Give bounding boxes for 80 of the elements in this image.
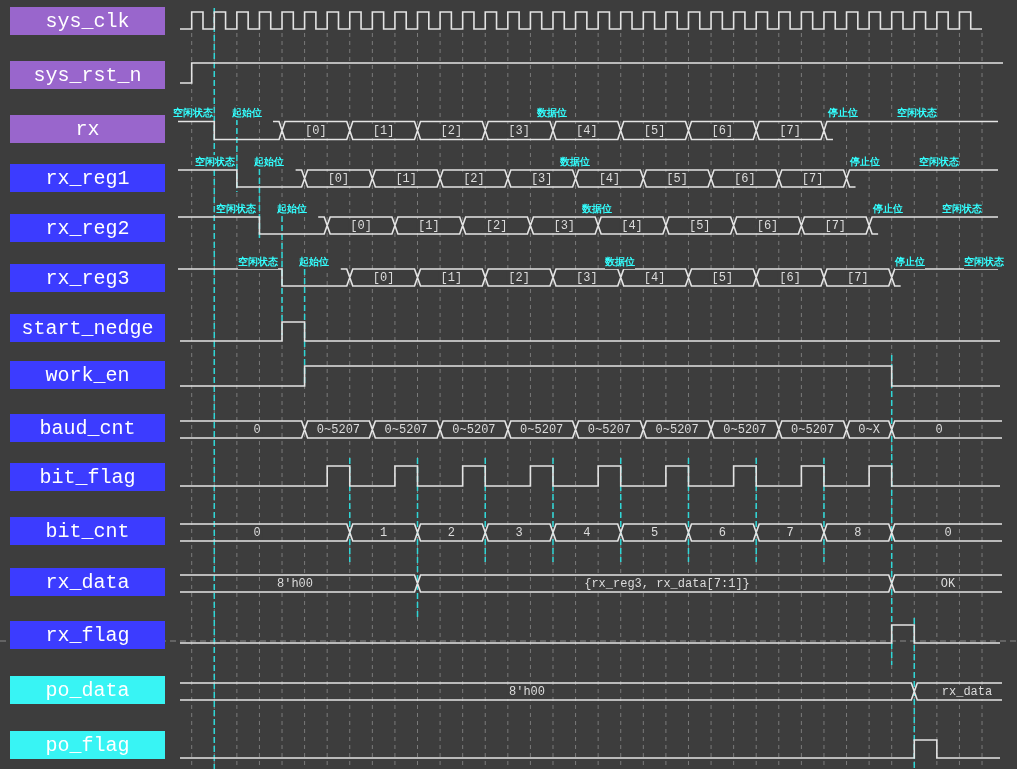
bus-value: [2] bbox=[506, 270, 532, 285]
bus-value: [4] bbox=[619, 218, 645, 233]
bus-value: 8'h00 bbox=[275, 576, 315, 591]
signal-name-box: po_data bbox=[10, 676, 165, 704]
signal-name-box: rx_reg3 bbox=[10, 264, 165, 292]
phase-annotation: 数据位 bbox=[604, 255, 635, 269]
bus-value: [1] bbox=[438, 270, 465, 285]
signal-name-box: rx_flag bbox=[10, 621, 165, 649]
bus-value: 8'h00 bbox=[507, 684, 547, 699]
bus-value: 0 bbox=[933, 422, 945, 437]
bus-value: 0~X bbox=[856, 422, 882, 437]
phase-annotation: 停止位 bbox=[827, 106, 858, 120]
bus-value: [3] bbox=[574, 270, 600, 285]
bus-value: [7] bbox=[845, 270, 871, 285]
bus-value: [6] bbox=[732, 171, 758, 186]
signal-name-box: start_nedge bbox=[10, 314, 165, 342]
phase-annotation: 空闲状态 bbox=[216, 202, 256, 216]
bus-value: [0] bbox=[303, 123, 329, 138]
phase-annotation: 空闲状态 bbox=[964, 255, 1005, 269]
bus-value: [3] bbox=[551, 218, 578, 233]
bus-value: 0 bbox=[251, 525, 263, 540]
bus-value: [0] bbox=[348, 218, 374, 233]
phase-annotation: 空闲状态 bbox=[194, 155, 235, 169]
bus-value: [5] bbox=[664, 171, 690, 186]
signal-name-box: bit_flag bbox=[10, 463, 165, 491]
bus-value: [2] bbox=[438, 123, 465, 138]
phase-annotation: 数据位 bbox=[582, 202, 613, 216]
phase-annotation: 停止位 bbox=[850, 155, 881, 169]
phase-annotation: 停止位 bbox=[872, 202, 903, 216]
bus-value: 0 bbox=[251, 422, 263, 437]
phase-annotation: 停止位 bbox=[895, 255, 926, 269]
bus-value: [7] bbox=[799, 171, 826, 186]
bus-value: [2] bbox=[483, 218, 510, 233]
signal-name-box: bit_cnt bbox=[10, 517, 165, 545]
bus-value: [1] bbox=[393, 171, 419, 186]
bus-value: 0~5207 bbox=[518, 422, 566, 437]
phase-annotation: 空闲状态 bbox=[237, 255, 278, 269]
signal-name-box: po_flag bbox=[10, 731, 165, 759]
signal-name-box: rx_reg1 bbox=[10, 164, 165, 192]
bus-value: [5] bbox=[709, 270, 736, 285]
signal-name-box: work_en bbox=[10, 361, 165, 389]
phase-annotation: 起始位 bbox=[299, 255, 330, 269]
phase-annotation: 空闲状态 bbox=[941, 202, 982, 216]
bus-value: 0~5207 bbox=[382, 422, 430, 437]
phase-annotation: 起始位 bbox=[276, 202, 307, 216]
bus-value: 0~5207 bbox=[450, 422, 498, 437]
bus-value: [6] bbox=[709, 123, 736, 138]
bus-value: 0~5207 bbox=[789, 422, 837, 437]
bus-value: 0~5207 bbox=[653, 422, 701, 437]
bus-value: 0~5207 bbox=[721, 422, 769, 437]
bus-value: [3] bbox=[528, 171, 555, 186]
signal-name-box: rx_reg2 bbox=[10, 214, 165, 242]
phase-annotation: 起始位 bbox=[254, 155, 285, 169]
bus-value: [6] bbox=[777, 270, 803, 285]
bus-value: [4] bbox=[596, 171, 623, 186]
signal-name-box: baud_cnt bbox=[10, 414, 165, 442]
phase-annotation: 数据位 bbox=[559, 155, 590, 169]
phase-annotation: 起始位 bbox=[231, 106, 262, 120]
phase-annotation: 空闲状态 bbox=[896, 106, 937, 120]
bus-value: [4] bbox=[641, 270, 668, 285]
signal-name-box: rx_data bbox=[10, 568, 165, 596]
bus-value: [5] bbox=[641, 123, 668, 138]
bus-value: {rx_reg3, rx_data[7:1]} bbox=[582, 576, 752, 591]
signal-name-box: sys_rst_n bbox=[10, 61, 165, 89]
bus-value: [0] bbox=[370, 270, 397, 285]
bus-value: [1] bbox=[370, 123, 397, 138]
bus-value: [5] bbox=[686, 218, 713, 233]
bus-value: [0] bbox=[325, 171, 352, 186]
bus-value: [7] bbox=[822, 218, 849, 233]
phase-annotation: 数据位 bbox=[537, 106, 567, 120]
bus-value: [2] bbox=[461, 171, 487, 186]
bus-value: [4] bbox=[574, 123, 600, 138]
phase-annotation: 空闲状态 bbox=[919, 155, 960, 169]
bus-value: [3] bbox=[506, 123, 532, 138]
signal-name-box: sys_clk bbox=[10, 7, 165, 35]
signal-name-box: rx bbox=[10, 115, 165, 143]
bus-value: [1] bbox=[416, 218, 442, 233]
bus-value: [6] bbox=[754, 218, 781, 233]
bus-value: [7] bbox=[777, 123, 803, 138]
phase-annotation: 空闲状态 bbox=[173, 106, 213, 120]
